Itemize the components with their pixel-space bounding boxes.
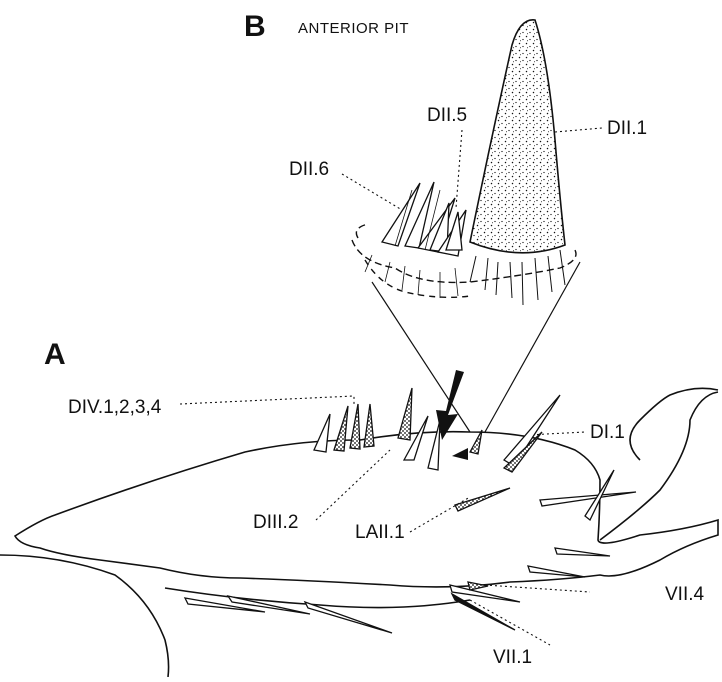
seta-div-1: [314, 414, 330, 452]
pit-spines: [382, 182, 466, 256]
pit-connectors: [372, 262, 580, 432]
seta-di1: [504, 395, 560, 466]
seta-dii1-roots: [470, 250, 565, 305]
leader-dii6: [342, 174, 402, 210]
leader-dii1: [555, 128, 602, 132]
seta-diii2: [398, 388, 412, 440]
label-dii5: DII.5: [427, 106, 467, 125]
pit-closeup: [352, 20, 576, 305]
panel-b-title: ANTERIOR PIT: [298, 21, 409, 36]
leader-dii5: [456, 130, 462, 208]
label-vii4: VII.4: [665, 585, 704, 604]
seta-div-2: [334, 406, 348, 451]
seta-dii-small: [470, 430, 482, 454]
anterior-curve: [0, 555, 169, 677]
seta-dii1: [470, 20, 565, 253]
label-di1: DI.1: [590, 423, 625, 442]
posterior-edge: [600, 392, 718, 540]
posterior-lobe: [630, 388, 718, 460]
panel-label-b: B: [244, 12, 266, 42]
seta-div-3: [350, 404, 360, 449]
label-diii2: DIII.2: [253, 513, 298, 532]
panel-label-a: A: [44, 340, 66, 370]
seta-laii1: [455, 488, 510, 511]
label-dii1: DII.1: [607, 119, 647, 138]
label-vii1: VII.1: [493, 648, 532, 667]
leader-div: [180, 396, 354, 404]
seta-lat-1: [540, 492, 636, 506]
arrow: [436, 370, 468, 460]
body-outline: [15, 432, 718, 587]
label-dii6: DII.6: [289, 160, 329, 179]
ventral-setae: [185, 548, 610, 633]
leader-vii4: [485, 585, 590, 592]
dorsal-setae: [314, 388, 636, 520]
leader-laii1: [410, 497, 470, 532]
label-laii1: LAII.1: [355, 523, 405, 542]
label-div: DIV.1,2,3,4: [68, 398, 161, 417]
seta-arrowed: [428, 420, 440, 470]
seta-div-4: [364, 404, 374, 447]
leader-diii2: [316, 450, 390, 520]
leader-vii1: [470, 600, 550, 645]
